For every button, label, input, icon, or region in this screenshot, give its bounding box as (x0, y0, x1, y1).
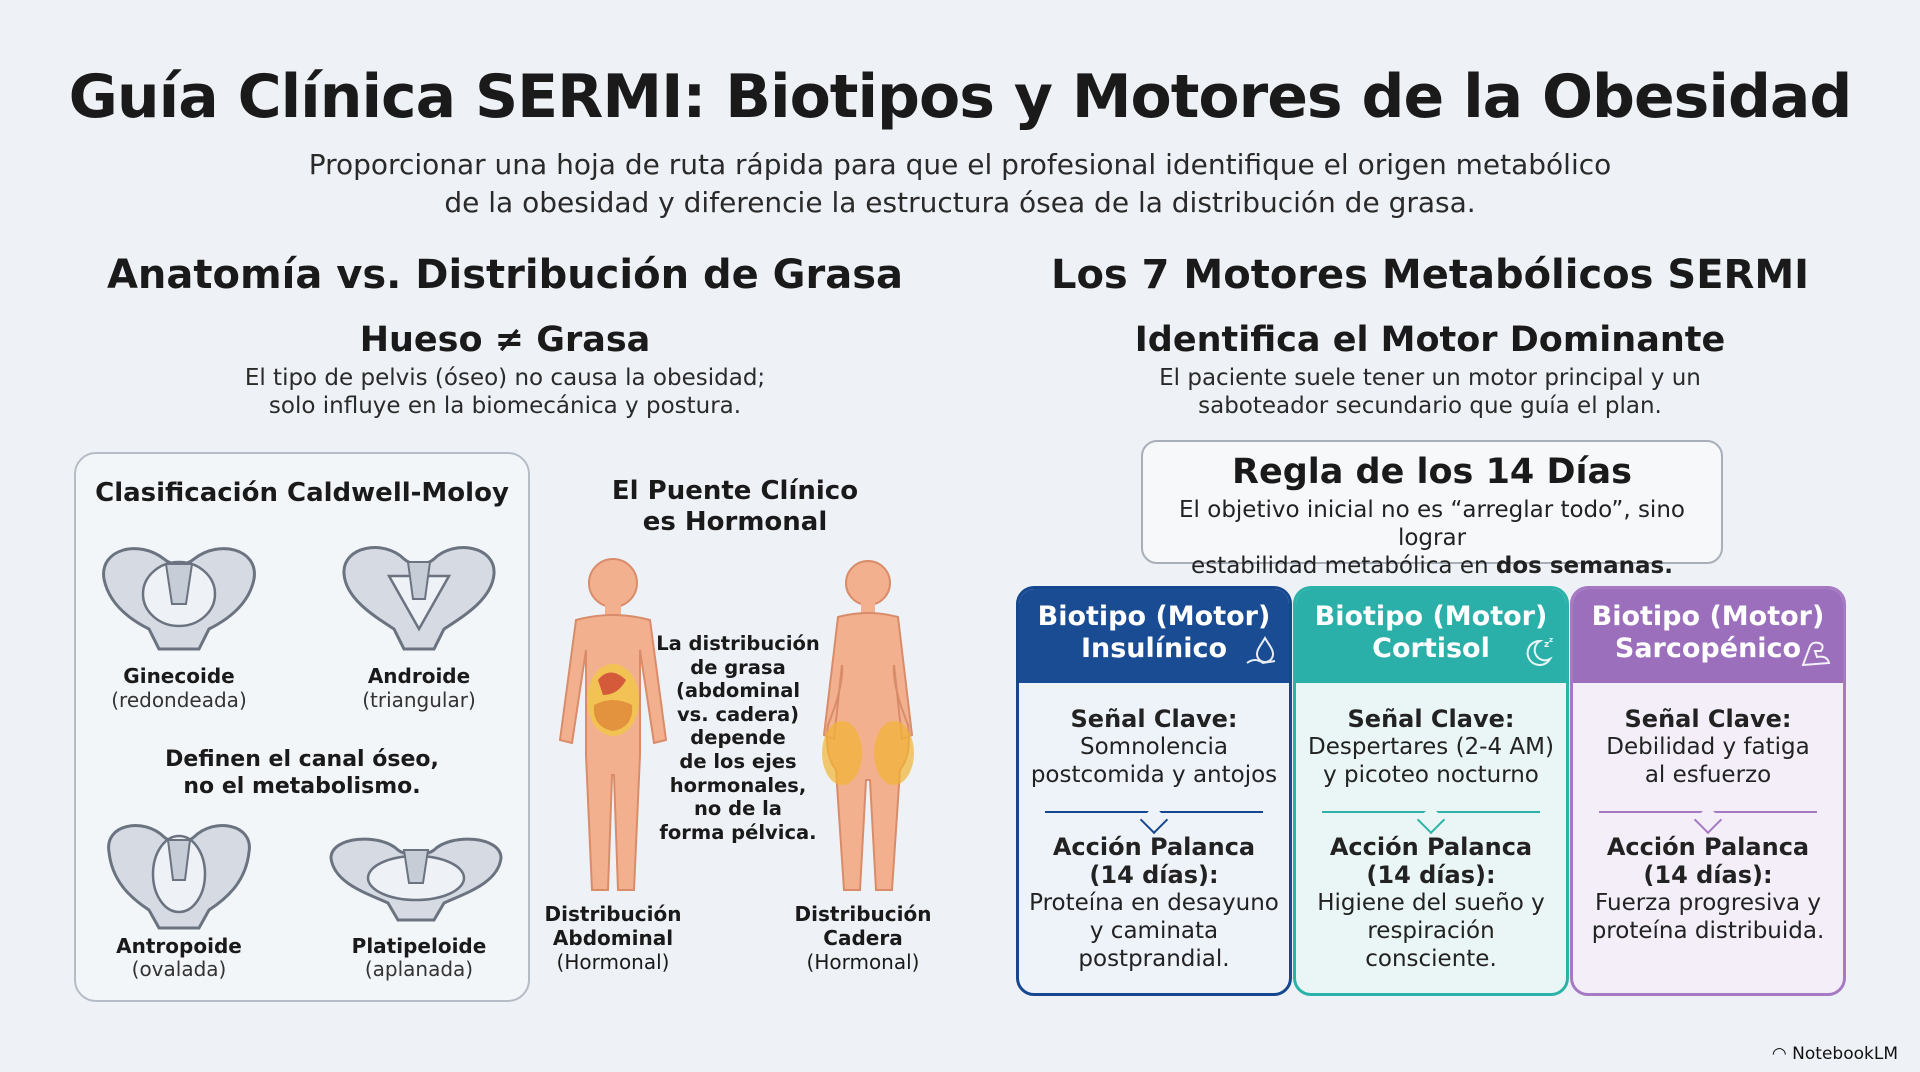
bridge-title: El Puente Clínico es Hormonal (611, 476, 859, 537)
notebooklm-brand: ◠ NotebookLM (1771, 1044, 1898, 1064)
pelvis-shape: (triangular) (362, 688, 476, 712)
rule-title: Regla de los 14 Días (1232, 452, 1632, 492)
bridge-explanation: La distribución de grasa (abdominal vs. … (656, 632, 820, 844)
svg-text:z: z (1549, 636, 1553, 644)
left-subheading: Hueso ≠ Grasa (359, 320, 651, 360)
box-title: Clasificación Caldwell-Moloy (95, 478, 509, 508)
pelvis-shape: (ovalada) (131, 957, 227, 981)
pelvis-shape: (redondeada) (111, 688, 247, 712)
pelvis-gynecoid-icon (94, 534, 264, 658)
svg-text:z: z (1544, 640, 1549, 650)
pelvis-name: Ginecoide (123, 664, 235, 688)
right-heading: Los 7 Motores Metabólicos SERMI (1050, 252, 1810, 298)
card-divider (1045, 805, 1263, 835)
left-description: El tipo de pelvis (óseo) no causa la obe… (244, 365, 766, 419)
card-header: Biotipo (Motor) Sarcopénico (1573, 589, 1843, 683)
card-divider (1599, 805, 1817, 835)
card-insulinico: Biotipo (Motor) Insulínico Señal Clave: … (1016, 586, 1292, 996)
flexed-arm-icon (1799, 635, 1833, 677)
caldwell-moloy-box: Clasificación Caldwell-Moloy Ginecoide (… (74, 452, 530, 1002)
abdominal-label: Distribución Abdominal (Hormonal) (544, 902, 682, 974)
canal-note: Definen el canal óseo, no el metabolismo… (165, 747, 439, 799)
card-sarcopenico: Biotipo (Motor) Sarcopénico Señal Clave:… (1570, 586, 1846, 996)
pelvis-name: Antropoide (116, 934, 242, 958)
hip-label: Distribución Cadera (Hormonal) (794, 902, 932, 974)
pelvis-shape: (aplanada) (364, 957, 474, 981)
right-description: El paciente suele tener un motor princip… (1159, 365, 1701, 419)
water-drop-hand-icon (1245, 635, 1279, 677)
male-body-icon (548, 555, 678, 899)
pelvis-name: Platipeloide (351, 934, 487, 958)
rule-text: El objetivo inicial no es “arreglar todo… (1179, 497, 1685, 579)
pelvis-anthropoid-icon (94, 812, 264, 936)
notebooklm-logo-icon: ◠ (1771, 1044, 1793, 1064)
right-subheading: Identifica el Motor Dominante (1134, 320, 1726, 360)
pelvis-android-icon (334, 534, 504, 658)
pelvis-name: Androide (367, 664, 471, 688)
female-body-icon (808, 555, 928, 899)
page-title: Guía Clínica SERMI: Biotipos y Motores d… (68, 62, 1853, 132)
card-divider (1322, 805, 1540, 835)
left-heading: Anatomía vs. Distribución de Grasa (106, 252, 904, 298)
card-header: Biotipo (Motor) Insulínico (1019, 589, 1289, 683)
page-subtitle: Proporcionar una hoja de ruta rápida par… (308, 148, 1612, 219)
pelvis-platypelloid-icon (326, 828, 506, 932)
rule-14-days-box: Regla de los 14 Días El objetivo inicial… (1141, 440, 1723, 579)
